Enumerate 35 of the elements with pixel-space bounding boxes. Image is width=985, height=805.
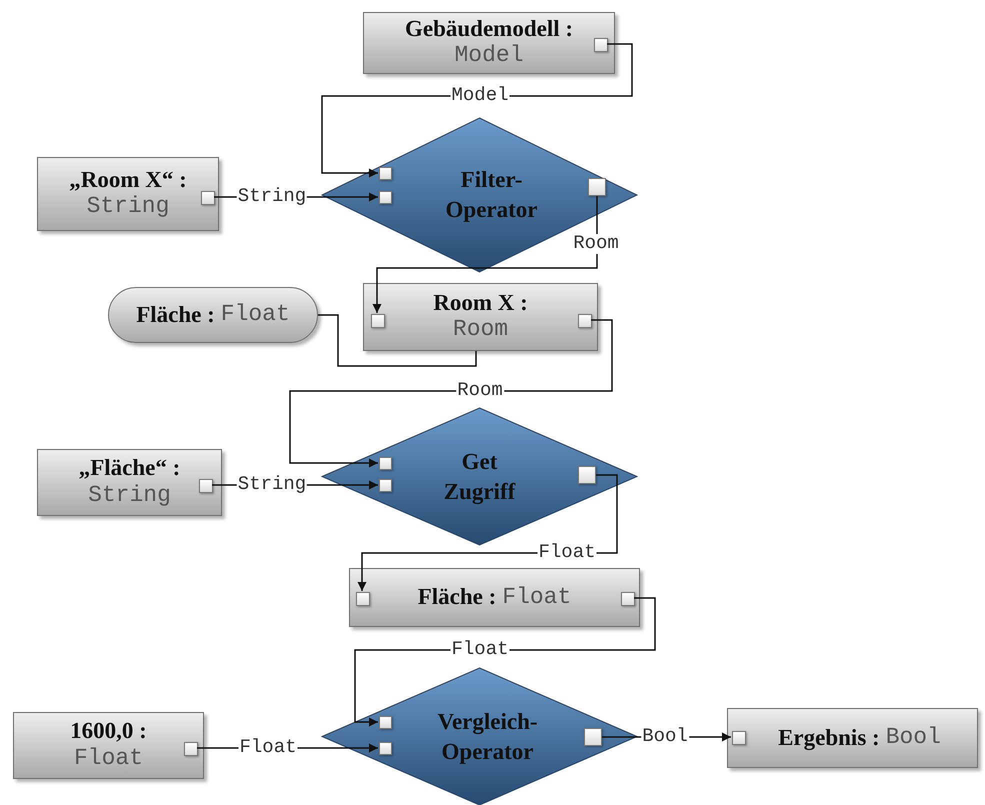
- type-label: Model: [454, 42, 524, 70]
- edge-label: String: [236, 475, 308, 495]
- type-label: Room: [452, 316, 508, 344]
- type-label: Float: [502, 584, 572, 612]
- object-box: [37, 157, 219, 231]
- node-label: 1600,0 :: [70, 718, 147, 745]
- node-label: „Fläche“ :: [78, 455, 180, 482]
- node-label: „Room X“ :: [69, 166, 187, 194]
- object-box: [363, 12, 615, 74]
- object-box: [13, 712, 204, 779]
- type-label: Float: [74, 744, 143, 773]
- object-box: [363, 283, 598, 351]
- node-label: Ergebnis :: [778, 724, 880, 752]
- operator-label: Get Zugriff: [442, 448, 516, 506]
- type-label: String: [86, 193, 170, 222]
- operator-diamond: [322, 408, 637, 545]
- edge-label: Room: [572, 234, 620, 254]
- edge-label: String: [236, 187, 308, 207]
- type-label: Float: [220, 301, 290, 329]
- object-box: [37, 449, 222, 516]
- attribute-pill: [108, 287, 318, 343]
- object-box: [727, 708, 978, 768]
- connector-arrow: [289, 319, 613, 468]
- node-label: Fläche :: [136, 302, 215, 328]
- node-label: Gebäudemodell :: [404, 16, 574, 42]
- operator-label: Vergleich- Operator: [436, 708, 539, 766]
- connector-arrow: [372, 196, 598, 313]
- node-label: Room X :: [433, 290, 528, 316]
- operator-diamond: [322, 668, 637, 805]
- object-box: [349, 568, 640, 627]
- type-label: String: [88, 482, 171, 510]
- type-label: Bool: [886, 724, 941, 752]
- operator-label: Filter- Operator: [444, 166, 538, 224]
- node-label: Fläche :: [418, 584, 496, 611]
- operator-diamond: [322, 118, 637, 272]
